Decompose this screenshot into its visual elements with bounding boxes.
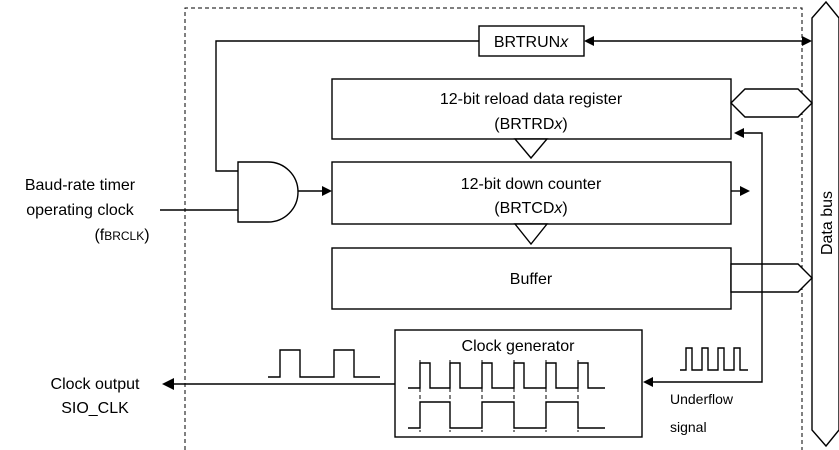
clock-generator-fast-waveform [408,362,605,389]
input-label-line2: operating clock [26,202,135,219]
brtrun-arrow-left [584,36,594,46]
underflow-feedback-wire [651,132,763,383]
reload-register-title: 12-bit reload data register [440,91,623,108]
reload-register-name: (BRTRDx) [494,116,567,133]
down-counter-name: (BRTCDx) [494,200,567,217]
underflow-label-line2: signal [670,419,707,435]
brtrun-to-and-gate-wire [215,40,479,172]
underflow-to-reload-arrow [734,128,744,138]
gate-to-counter-arrow [322,186,332,196]
input-label-line3: (fBRCLK) [94,227,149,244]
buffer-block [331,247,732,310]
output-label-line2: SIO_CLK [61,400,129,417]
and-gate [237,161,299,223]
brtrun-label: BRTRUNx [494,34,569,51]
clock-output-arrow [162,378,174,390]
down-counter-title: 12-bit down counter [461,176,602,193]
counter-output-arrow [740,186,750,196]
module-boundary [184,7,803,450]
underflow-label-line1: Underflow [670,391,734,407]
buffer-label: Buffer [510,271,553,288]
brtrun-register [478,25,585,57]
clock-generator-block [394,329,643,438]
clock-generator-slow-waveform [408,401,605,429]
down-counter [331,161,732,225]
reload-bus-wide-arrow [730,88,813,118]
brtrun-arrow-right [802,36,812,46]
clock-generator-label: Clock generator [462,338,576,355]
input-label-line1: Baud-rate timer [25,177,136,194]
buffer-bus-wide-arrow [730,263,813,293]
reload-to-counter-chevron [513,138,549,160]
counter-to-buffer-chevron [513,223,549,246]
underflow-to-clockgen-arrow [643,377,653,387]
underflow-pulse-waveform [680,347,748,371]
data-bus-shape [811,0,839,448]
output-clock-waveform [268,349,380,378]
output-label-line1: Clock output [51,376,140,393]
data-bus-label: Data bus [819,191,836,255]
